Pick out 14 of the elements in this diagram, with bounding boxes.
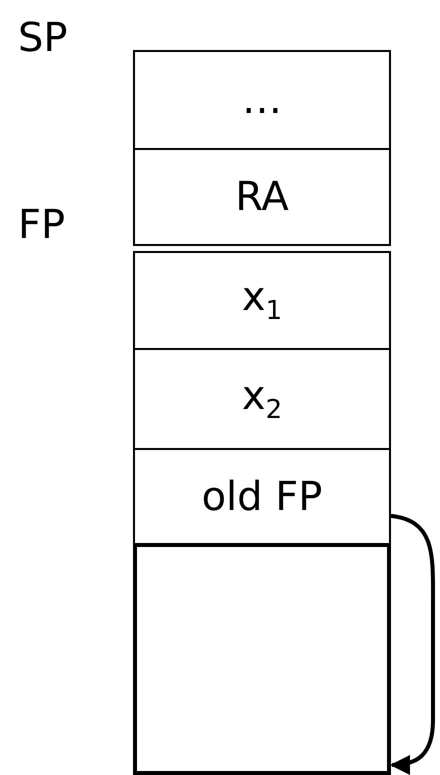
- stack-cell: [133, 148, 391, 246]
- cell-text: …: [242, 80, 282, 120]
- arrow: [390, 514, 436, 774]
- stack-cell: [133, 251, 391, 350]
- stack-cell: [133, 50, 391, 150]
- cell-text: x$_{2}$: [242, 376, 282, 422]
- cell-text: old FP: [202, 476, 322, 516]
- stack-cell: [133, 348, 391, 450]
- pointer-label: SP: [18, 18, 68, 58]
- pointer-label: FP: [18, 205, 66, 245]
- stack-cell: [133, 448, 391, 545]
- cell-text: RA: [235, 177, 289, 217]
- stack-frame-box: [133, 543, 391, 775]
- cell-text: x$_{1}$: [242, 277, 282, 324]
